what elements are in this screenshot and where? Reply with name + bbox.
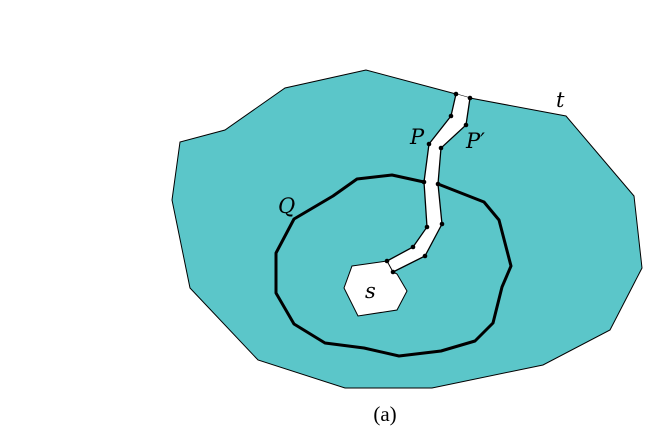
vertex-dot (467, 95, 473, 101)
vertex-dot (435, 181, 441, 187)
label-t: t (556, 88, 565, 112)
vertex-dot (463, 122, 469, 128)
label-q: Q (278, 194, 295, 218)
curve-q (274, 173, 513, 358)
vertex-dot (438, 145, 444, 151)
path-p-prime-vertices (390, 95, 473, 275)
vertex-dot (384, 258, 390, 264)
vertex-dot (390, 269, 396, 275)
vertex-dot (424, 224, 430, 230)
vertex-dot (410, 244, 416, 250)
vertex-dot (422, 253, 428, 259)
vertex-dot (453, 91, 459, 97)
vertex-dot (421, 179, 427, 185)
vertex-dot (439, 221, 445, 227)
figure-caption: (a) (373, 402, 396, 426)
label-p-prime: P′ (465, 129, 485, 153)
vertex-dot (426, 141, 432, 147)
corridor-gap (387, 94, 470, 272)
label-p: P (409, 125, 425, 149)
vertex-dot (448, 113, 454, 119)
path-p-vertices (384, 91, 459, 264)
label-s: s (365, 279, 376, 303)
hole-s (343, 260, 408, 317)
outer-region (171, 69, 643, 389)
